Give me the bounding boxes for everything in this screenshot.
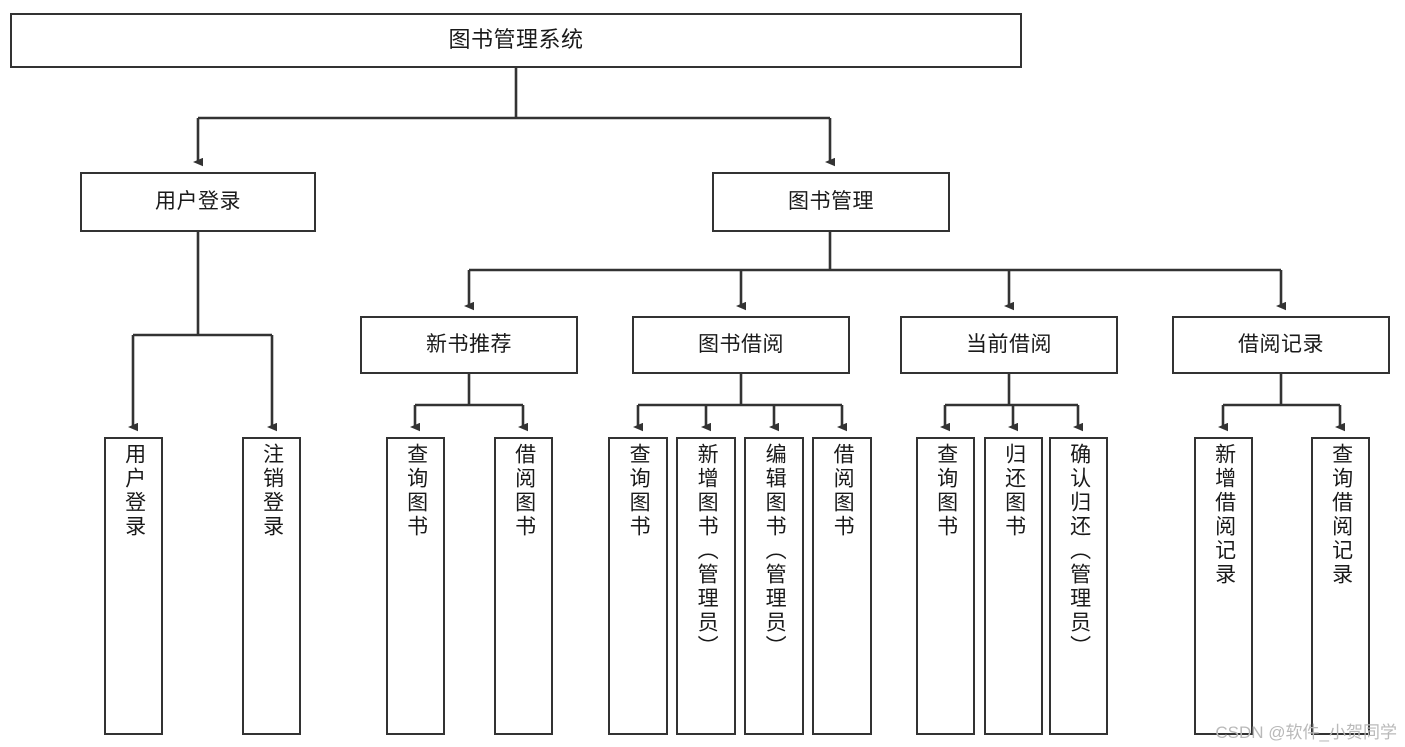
node-label: 图书管理系统: [448, 27, 584, 53]
node-label: 查询图书: [404, 443, 428, 539]
node-label: 图书管理: [788, 190, 874, 214]
node-borrow-record[interactable]: 借阅记录: [1172, 316, 1390, 374]
leaf-query-book-borrow[interactable]: 查询图书: [608, 437, 668, 735]
leaf-add-book-admin[interactable]: 新增图书（管理员）: [676, 437, 736, 735]
node-label: 用户登录: [155, 190, 241, 214]
node-root-book-management-system[interactable]: 图书管理系统: [10, 13, 1022, 68]
node-label: 图书借阅: [698, 333, 784, 357]
node-book-borrow[interactable]: 图书借阅: [632, 316, 850, 374]
node-label: 用户登录: [122, 443, 146, 539]
node-label: 当前借阅: [966, 333, 1052, 357]
leaf-edit-book-admin[interactable]: 编辑图书（管理员）: [744, 437, 804, 735]
node-label: 编辑图书（管理员）: [763, 443, 787, 659]
node-label: 归还图书: [1002, 443, 1026, 539]
node-new-book-recommend[interactable]: 新书推荐: [360, 316, 578, 374]
node-current-borrow[interactable]: 当前借阅: [900, 316, 1118, 374]
leaf-user-login[interactable]: 用户登录: [104, 437, 163, 735]
node-label: 查询图书: [627, 443, 651, 539]
node-label: 借阅图书: [512, 443, 536, 539]
node-label: 新增借阅记录: [1212, 443, 1236, 587]
csdn-watermark: CSDN @软件_小贺同学: [1215, 723, 1397, 742]
leaf-query-borrow-record[interactable]: 查询借阅记录: [1311, 437, 1370, 735]
node-label: 确认归还（管理员）: [1067, 443, 1091, 659]
node-book-management[interactable]: 图书管理: [712, 172, 950, 232]
node-label: 查询图书: [934, 443, 958, 539]
leaf-query-book-recommend[interactable]: 查询图书: [386, 437, 445, 735]
leaf-return-book[interactable]: 归还图书: [984, 437, 1043, 735]
leaf-add-borrow-record[interactable]: 新增借阅记录: [1194, 437, 1253, 735]
node-label: 新增图书（管理员）: [695, 443, 719, 659]
node-label: 注销登录: [260, 443, 284, 539]
leaf-confirm-return-admin[interactable]: 确认归还（管理员）: [1049, 437, 1108, 735]
node-label: 新书推荐: [426, 333, 512, 357]
leaf-borrow-book[interactable]: 借阅图书: [812, 437, 872, 735]
node-label: 借阅记录: [1238, 333, 1324, 357]
node-label: 借阅图书: [831, 443, 855, 539]
node-user-login[interactable]: 用户登录: [80, 172, 316, 232]
leaf-borrow-book-recommend[interactable]: 借阅图书: [494, 437, 553, 735]
leaf-logout[interactable]: 注销登录: [242, 437, 301, 735]
node-label: 查询借阅记录: [1329, 443, 1353, 587]
leaf-query-book-current[interactable]: 查询图书: [916, 437, 975, 735]
